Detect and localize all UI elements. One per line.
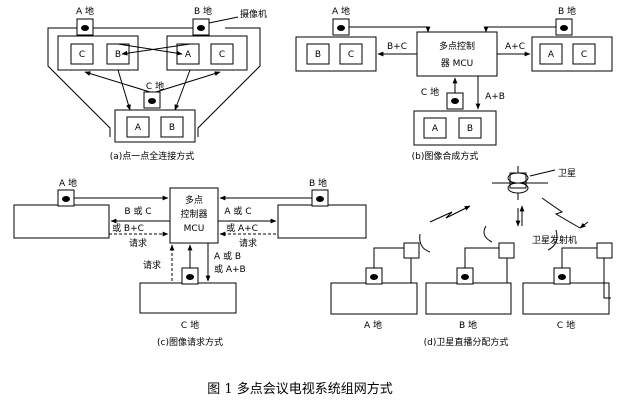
panel-b-flow-ab: A+B xyxy=(485,92,505,102)
panel-b-mcu-line2: 器 MCU xyxy=(441,58,474,69)
panel-d-site-c: C 地 xyxy=(557,319,575,331)
panel-b-box-c-slot-1: A xyxy=(432,124,439,134)
panel-c-caption: (c)图像请求方式 xyxy=(157,336,223,348)
panel-b-caption: (b)图像合成方式 xyxy=(412,150,479,162)
panel-c-request-left: 请求 xyxy=(129,237,147,249)
panel-b-box-c xyxy=(413,110,497,146)
satellite-icon xyxy=(492,166,548,200)
panel-d-caption: (d)卫星直播分配方式 xyxy=(424,336,509,348)
figure-caption: 图 1 多点会议电视系统组网方式 xyxy=(207,381,393,397)
panel-d-box-b xyxy=(425,282,512,315)
panel-a xyxy=(47,16,261,143)
panel-d-box-a xyxy=(330,282,418,315)
panel-a-box-c-slot-2: B xyxy=(169,123,175,133)
panel-d-site-a: A 地 xyxy=(364,319,382,331)
panel-d xyxy=(330,166,613,315)
panel-b-box-a-slot-1: B xyxy=(315,50,321,60)
panel-c-left-top: B 或 C xyxy=(124,205,151,217)
panel-b-site-b: B 地 xyxy=(558,5,576,17)
panel-c-left-bottom: 或 B+C xyxy=(112,222,144,234)
panel-c-box-c xyxy=(139,282,237,314)
panel-b-mcu xyxy=(416,31,498,77)
panel-a-site-c: C 地 xyxy=(146,80,164,92)
panel-a-box-b xyxy=(166,35,248,71)
panel-b-box-b-slot-1: A xyxy=(548,50,555,60)
panel-b-box-b-slot-2: C xyxy=(581,50,587,60)
panel-a-caption: (a)点一点全连接方式 xyxy=(110,150,195,162)
panel-d-satellite: 卫星 xyxy=(558,168,576,179)
panel-c-site-a: A 地 xyxy=(59,177,77,189)
panel-d-transmitter: 卫星发射机 xyxy=(532,234,577,246)
panel-a-site-a: A 地 xyxy=(76,5,94,17)
panel-a-camera-dots xyxy=(81,25,205,104)
panel-a-wire-right xyxy=(197,27,261,137)
panel-b-box-a-slot-2: C xyxy=(348,50,354,60)
panel-c-site-c: C 地 xyxy=(181,319,199,331)
panel-c-site-b: B 地 xyxy=(309,177,327,189)
receiver-icon xyxy=(596,242,613,259)
panel-b xyxy=(295,18,613,146)
panel-c xyxy=(13,187,367,314)
panel-a-box-a-slot-1: C xyxy=(79,50,85,60)
panel-a-box-c xyxy=(114,109,196,143)
panel-b-site-a: A 地 xyxy=(332,5,350,17)
panel-a-wire-left xyxy=(47,27,111,137)
panel-c-right-bottom: 或 A+C xyxy=(226,222,258,234)
receiver-icon xyxy=(403,242,420,259)
panel-a-box-b-slot-2: C xyxy=(219,50,225,60)
panel-c-box-a xyxy=(13,204,110,239)
panel-c-down-top: A 或 B xyxy=(214,250,241,262)
panel-d-site-b: B 地 xyxy=(459,319,477,331)
panel-c-mcu-line2: 控制器 xyxy=(180,208,207,220)
panel-c-request-c: 请求 xyxy=(143,259,161,271)
panel-c-request-right: 请求 xyxy=(239,237,257,249)
panel-c-right-top: A 或 C xyxy=(224,205,251,217)
panel-b-flow-ac: A+C xyxy=(505,42,525,52)
panel-c-box-b xyxy=(277,204,367,239)
panel-a-site-b: B 地 xyxy=(194,5,212,17)
panel-b-mcu-line1: 多点控制 xyxy=(439,40,475,52)
receiver-icon xyxy=(498,242,515,259)
panel-b-box-c-slot-2: B xyxy=(467,124,473,134)
panel-c-mcu xyxy=(169,187,219,244)
panel-a-box-a-slot-2: B xyxy=(115,50,121,60)
panel-c-mcu-line1: 多点 xyxy=(185,194,203,206)
panel-b-box-a xyxy=(295,36,377,72)
panel-c-mcu-line3: MCU xyxy=(184,224,205,234)
panel-c-down-bottom: 或 A+B xyxy=(214,263,246,275)
panel-a-box-a xyxy=(57,35,139,71)
panel-b-site-c: C 地 xyxy=(421,86,439,98)
panel-d-box-c xyxy=(522,282,610,315)
panel-a-box-c-slot-1: A xyxy=(135,123,142,133)
panel-b-flow-bc: B+C xyxy=(387,42,407,52)
panel-a-camera-label: 摄像机 xyxy=(240,8,267,20)
panel-a-box-b-slot-1: A xyxy=(185,50,192,60)
panel-b-box-b xyxy=(531,36,613,72)
